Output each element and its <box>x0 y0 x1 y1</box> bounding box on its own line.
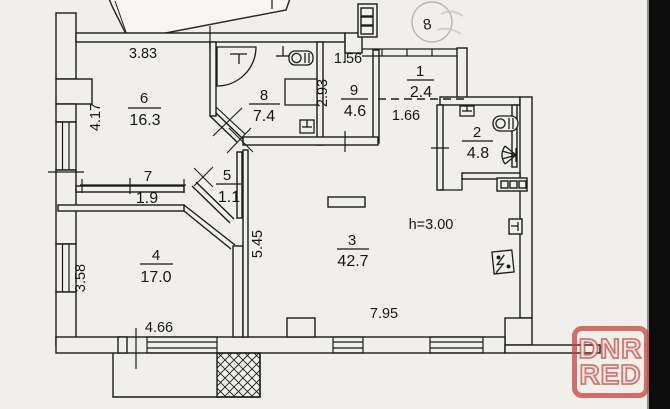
room-1-number: 1 <box>416 63 424 80</box>
wall-pillar <box>456 47 468 103</box>
toilet-symbol <box>288 50 314 66</box>
wall-segment <box>344 32 363 54</box>
shower-symbol <box>216 46 257 87</box>
stamp-char: 8 <box>422 16 433 34</box>
room-5-number: 5 <box>223 167 231 184</box>
wall-segment <box>232 245 244 338</box>
dim-left-upper-height: 4.17 <box>88 103 104 131</box>
tap-symbol <box>276 46 290 57</box>
sink-symbol <box>501 145 517 165</box>
room-2-area: 4.8 <box>467 145 489 162</box>
window-frame <box>55 121 77 171</box>
toilet-symbol <box>492 115 519 132</box>
wall-segment <box>55 12 77 80</box>
dim-bath-depth: 2.93 <box>315 79 331 107</box>
watermark-line1: DNR <box>578 333 643 365</box>
door-divider <box>117 336 128 354</box>
diagonal-walls <box>183 112 244 250</box>
room-9-number: 9 <box>350 82 358 99</box>
wall-segment <box>461 172 521 180</box>
dim-top-width: 3.83 <box>129 46 157 62</box>
stamp: 8 <box>411 1 464 43</box>
room-8-area: 7.4 <box>253 108 275 125</box>
paper-corner <box>108 0 291 41</box>
wall-segment <box>242 136 379 146</box>
room-5-area: 1.1 <box>218 189 240 206</box>
dimension-labels: 3.83 1.56 1.66 4.66 7.95 h=3.00 4.17 2.9… <box>73 46 453 336</box>
balcony <box>112 352 261 398</box>
room-1-area: 2.4 <box>410 84 432 101</box>
balcony-hatched-area <box>216 352 261 398</box>
room-labels: 6 16.3 8 7.4 9 4.6 1 2.4 2 4.8 7 1.9 5 1… <box>129 63 489 286</box>
niche <box>327 196 366 208</box>
wall-segment <box>209 41 217 117</box>
wall-step <box>440 178 463 191</box>
room-8-number: 8 <box>260 87 268 104</box>
scan-edge-band <box>647 0 670 409</box>
wall-segment <box>242 149 249 338</box>
wall-segment <box>236 151 243 219</box>
dim-kitchen-niche-width: 1.56 <box>334 51 362 67</box>
wall-segment <box>372 49 380 144</box>
dnr-red-watermark: DNR RED <box>572 326 649 398</box>
room-7-area: 1.9 <box>136 190 158 207</box>
dim-left-lower-height: 3.58 <box>73 264 89 292</box>
room-4-number: 4 <box>152 247 160 264</box>
fixtures <box>216 46 519 275</box>
room-3-area: 42.7 <box>337 253 368 270</box>
wall-segment <box>504 317 533 346</box>
label-bars <box>128 79 493 265</box>
wall-segment <box>511 104 518 168</box>
washbasin-symbol <box>459 105 475 117</box>
dim-living-left-height: 5.45 <box>250 230 266 258</box>
dim-balcony-width: 4.66 <box>145 320 173 336</box>
wall-platform <box>286 317 316 338</box>
dimension-ticks <box>48 26 449 369</box>
dim-living-bottom-width: 7.95 <box>370 306 398 322</box>
wall-segment <box>57 204 185 212</box>
room-6-area: 16.3 <box>129 112 160 129</box>
room-6-number: 6 <box>140 90 148 107</box>
room-2-number: 2 <box>473 124 481 141</box>
ceiling-height-label: h=3.00 <box>409 217 454 233</box>
wall-segment <box>504 344 601 354</box>
washer-symbol <box>284 78 318 106</box>
window-lines <box>61 48 484 354</box>
dim-hall-opening: 1.66 <box>392 108 420 124</box>
room-7-number: 7 <box>144 168 152 185</box>
wall-bracket <box>511 222 519 231</box>
wall-segment <box>439 96 521 106</box>
wall-segment <box>55 78 93 105</box>
room-4-area: 17.0 <box>140 269 171 286</box>
room-9-area: 4.6 <box>344 103 366 120</box>
watermark-line2: RED <box>579 359 642 390</box>
wall-segment <box>55 103 77 123</box>
room-3-number: 3 <box>348 232 356 249</box>
door-swings <box>193 106 254 188</box>
wall-right <box>519 96 533 319</box>
electric-panel-symbol <box>491 249 515 275</box>
box-symbol <box>299 119 315 134</box>
